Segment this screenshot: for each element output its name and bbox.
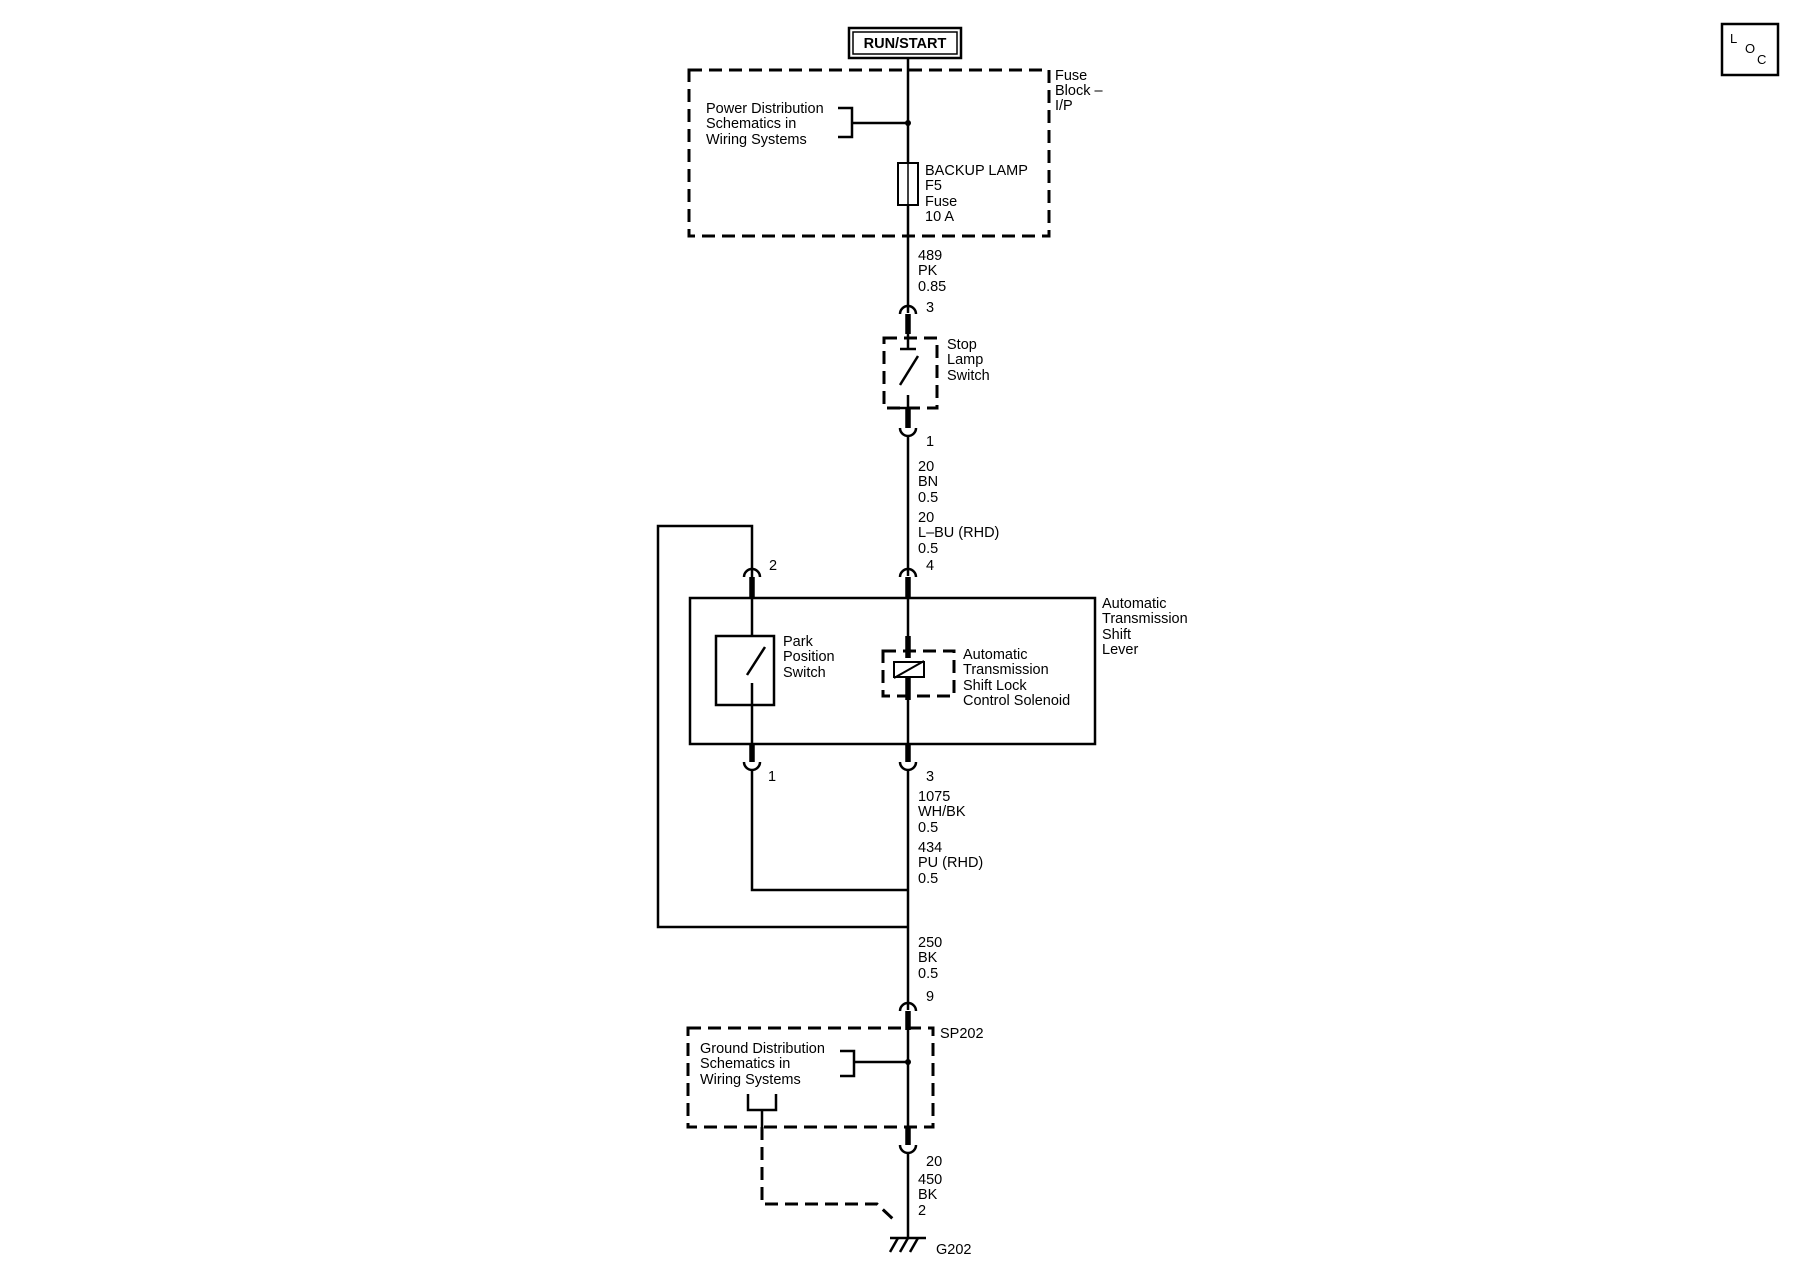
splice-sp202: SP202 [686, 1026, 984, 1129]
svg-text:Control Solenoid: Control Solenoid [963, 693, 1070, 709]
svg-text:Position: Position [783, 649, 835, 665]
svg-text:SP202: SP202 [940, 1026, 984, 1042]
svg-text:Block –: Block – [1055, 83, 1103, 99]
connector-shift-park-bottom: 1 [742, 744, 776, 785]
svg-text:RUN/START: RUN/START [864, 36, 947, 52]
svg-text:C: C [1757, 52, 1766, 67]
svg-text:Ground Distribution: Ground Distribution [700, 1041, 825, 1057]
svg-text:Transmission: Transmission [963, 662, 1049, 678]
svg-text:Shift Lock: Shift Lock [963, 678, 1027, 694]
wire-park-loop [656, 524, 908, 929]
svg-text:489: 489 [918, 248, 942, 264]
connector-sp-bottom: 20 [898, 1127, 942, 1170]
svg-text:BN: BN [918, 474, 938, 490]
svg-text:0.5: 0.5 [918, 820, 938, 836]
svg-text:Automatic: Automatic [1102, 596, 1166, 612]
svg-text:Schematics in: Schematics in [706, 116, 796, 132]
connector-sp-top: 9 [898, 989, 934, 1030]
alternate-ground-path [760, 1127, 896, 1222]
wire-park-return [750, 770, 908, 892]
connector-shift-park-top: 2 [742, 558, 777, 598]
svg-text:Wiring Systems: Wiring Systems [700, 1072, 801, 1088]
svg-text:0.5: 0.5 [918, 541, 938, 557]
svg-text:0.85: 0.85 [918, 279, 946, 295]
connector-shift-sol-top: 4 [898, 558, 934, 598]
svg-text:Schematics in: Schematics in [700, 1056, 790, 1072]
circuit-1075-label: 1075 WH/BK 0.5 434 PU (RHD) 0.5 [918, 789, 983, 887]
shift-lever-assembly: Automatic Transmission Shift Lever [688, 596, 1188, 746]
ground-g202: G202 [888, 1236, 971, 1258]
svg-text:9: 9 [926, 989, 934, 1005]
svg-text:20: 20 [918, 459, 934, 475]
svg-text:Automatic: Automatic [963, 647, 1027, 663]
svg-text:20: 20 [926, 1154, 942, 1170]
svg-text:WH/BK: WH/BK [918, 804, 966, 820]
svg-text:4: 4 [926, 558, 934, 574]
svg-text:10 A: 10 A [925, 209, 954, 225]
svg-text:Park: Park [783, 634, 814, 650]
power-distribution-ref[interactable]: Power Distribution Schematics in Wiring … [706, 101, 911, 148]
svg-text:0.5: 0.5 [918, 490, 938, 506]
svg-text:Wiring Systems: Wiring Systems [706, 132, 807, 148]
svg-text:Switch: Switch [947, 368, 990, 384]
fuse-block-ip: Fuse Block – I/P [687, 68, 1103, 238]
svg-text:450: 450 [918, 1172, 942, 1188]
connector-stop-top: 3 [898, 300, 934, 334]
svg-text:F5: F5 [925, 178, 942, 194]
shift-lock-solenoid: Automatic Transmission Shift Lock Contro… [881, 598, 1070, 744]
svg-text:Lamp: Lamp [947, 352, 983, 368]
svg-text:250: 250 [918, 935, 942, 951]
circuit-489-label: 489 PK 0.85 [918, 248, 946, 295]
svg-text:1: 1 [926, 434, 934, 450]
svg-text:2: 2 [918, 1203, 926, 1219]
svg-text:Shift: Shift [1102, 627, 1131, 643]
svg-text:BK: BK [918, 1187, 938, 1203]
loc-icon[interactable]: L O C [1720, 22, 1780, 77]
svg-text:I/P: I/P [1055, 98, 1073, 114]
run-start-source: RUN/START [847, 26, 963, 60]
circuit-450-label: 450 BK 2 [918, 1172, 942, 1219]
connector-shift-sol-bottom: 3 [898, 744, 934, 785]
svg-text:L–BU (RHD): L–BU (RHD) [918, 525, 999, 541]
svg-text:G202: G202 [936, 1242, 971, 1258]
svg-text:Stop: Stop [947, 337, 977, 353]
svg-text:BK: BK [918, 950, 938, 966]
svg-text:Transmission: Transmission [1102, 611, 1188, 627]
svg-text:3: 3 [926, 769, 934, 785]
svg-text:PU (RHD): PU (RHD) [918, 855, 983, 871]
ground-distribution-ref[interactable]: Ground Distribution Schematics in Wiring… [700, 1041, 908, 1127]
svg-text:434: 434 [918, 840, 942, 856]
svg-text:0.5: 0.5 [918, 871, 938, 887]
svg-text:2: 2 [769, 558, 777, 574]
svg-text:O: O [1745, 41, 1755, 56]
svg-text:3: 3 [926, 300, 934, 316]
svg-text:Power Distribution: Power Distribution [706, 101, 824, 117]
park-position-switch: Park Position Switch [714, 598, 835, 744]
svg-text:L: L [1730, 31, 1737, 46]
svg-text:Switch: Switch [783, 665, 826, 681]
svg-text:BACKUP LAMP: BACKUP LAMP [925, 163, 1028, 179]
backup-lamp-fuse: BACKUP LAMP F5 Fuse 10 A [897, 162, 1028, 225]
svg-text:Fuse: Fuse [1055, 68, 1087, 84]
svg-text:PK: PK [918, 263, 938, 279]
svg-text:1075: 1075 [918, 789, 950, 805]
svg-text:1: 1 [768, 769, 776, 785]
svg-text:0.5: 0.5 [918, 966, 938, 982]
circuit-20-label: 20 BN 0.5 20 L–BU (RHD) 0.5 [918, 459, 999, 557]
svg-text:Fuse: Fuse [925, 194, 957, 210]
svg-text:20: 20 [918, 510, 934, 526]
circuit-250-label: 250 BK 0.5 [918, 935, 942, 982]
svg-text:Lever: Lever [1102, 642, 1138, 658]
connector-stop-bottom: 1 [898, 408, 934, 450]
stop-lamp-switch: Stop Lamp Switch [882, 334, 990, 410]
